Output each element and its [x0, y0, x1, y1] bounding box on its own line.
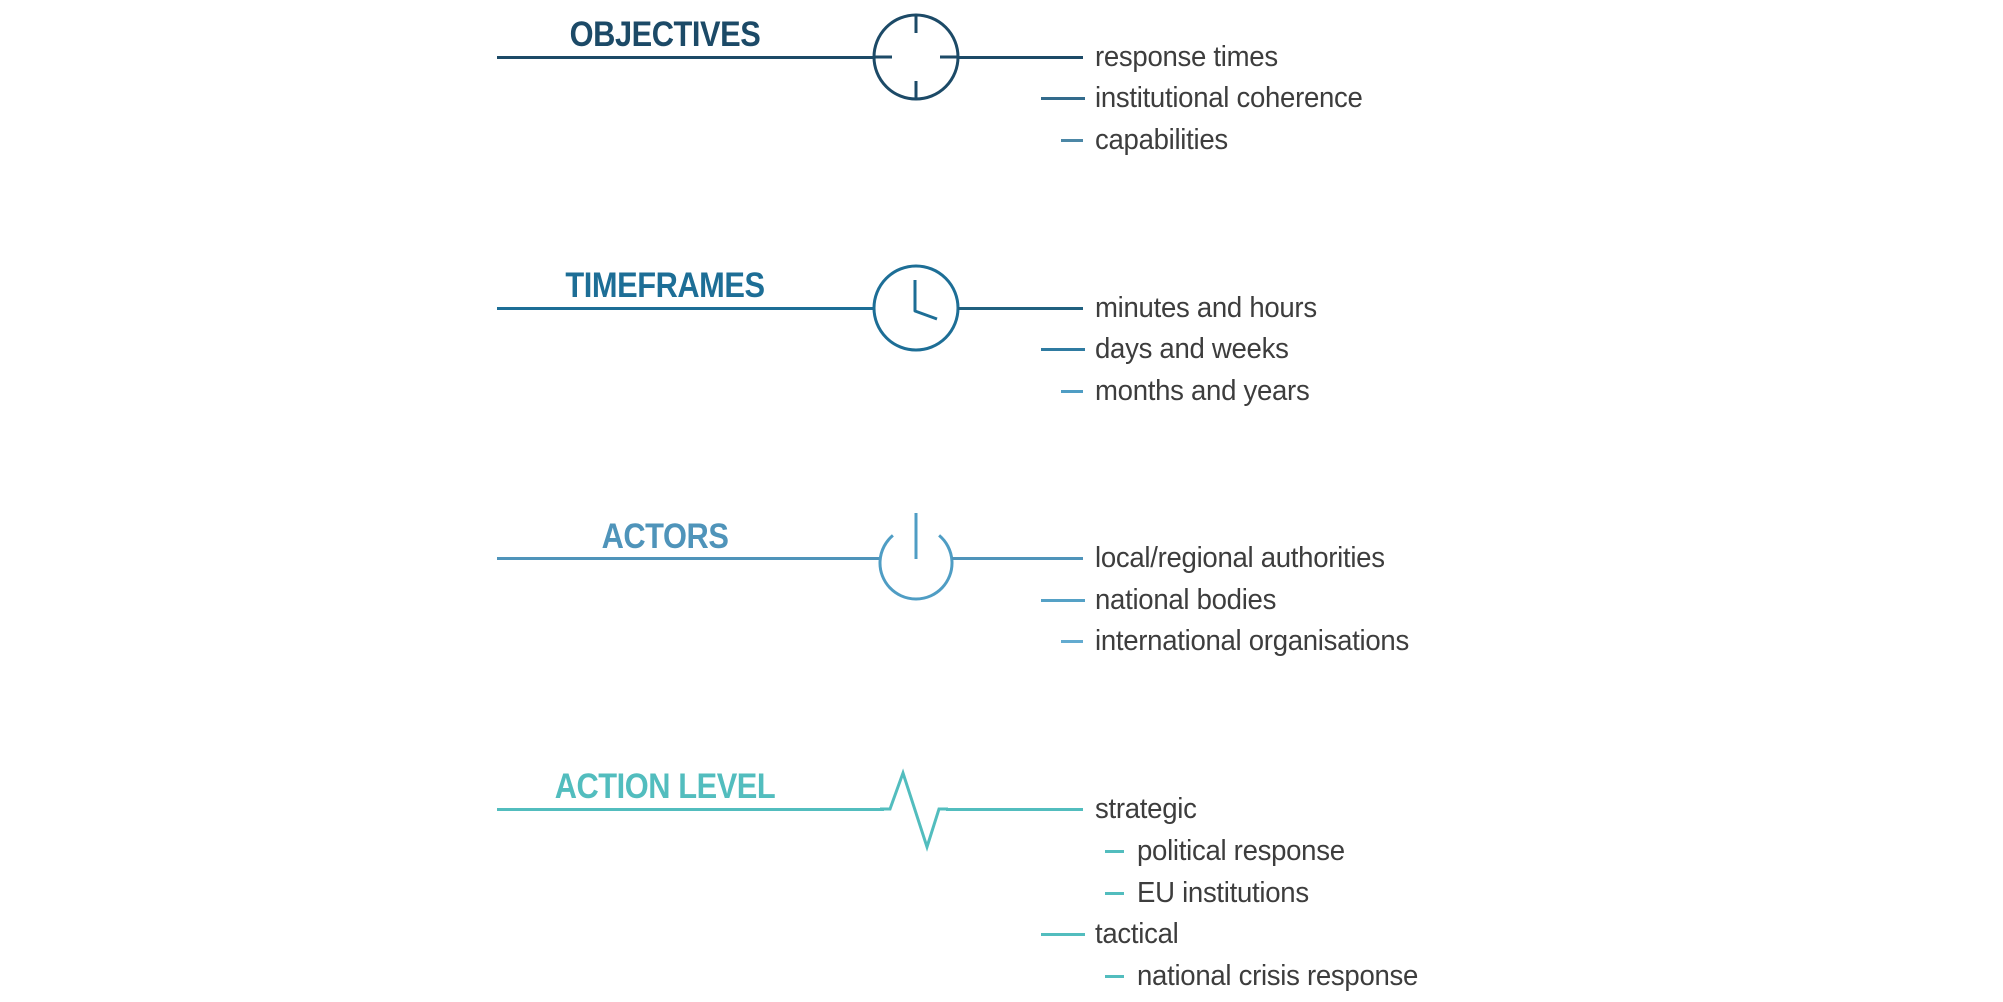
section-title-action-level: ACTION LEVEL [554, 767, 776, 806]
connector-line [958, 55, 1083, 59]
item-label: minutes and hours [1095, 291, 1317, 324]
target-icon [872, 13, 960, 101]
item-label: local/regional authorities [1095, 542, 1385, 574]
item-label: political response [1137, 834, 1345, 867]
connector-line [946, 807, 1083, 811]
connector-dash [1041, 932, 1085, 936]
connector-dash [1105, 974, 1124, 978]
list-item: national bodies [1041, 580, 1286, 621]
connector-line [958, 306, 1083, 310]
connector-dash [1061, 138, 1083, 142]
connector-dash [1061, 389, 1083, 393]
connector-dash [1041, 348, 1085, 351]
list-item: days and weeks [1041, 329, 1299, 370]
item-label: international organisations [1095, 625, 1409, 657]
section-action-level: ACTION LEVEL strategic political respons… [0, 752, 2003, 1002]
item-label: national crisis response [1137, 959, 1419, 992]
item-label: institutional coherence [1095, 82, 1363, 114]
connector-dash [1041, 97, 1085, 100]
title-underline [497, 55, 874, 59]
section-title-actors: ACTORS [601, 516, 729, 556]
list-item: tactical [1041, 914, 1183, 955]
connector-line [952, 557, 1083, 560]
power-icon [878, 512, 954, 601]
title-underline [497, 557, 880, 560]
item-label: months and years [1095, 374, 1310, 407]
title-underline [497, 807, 884, 811]
heartbeat-icon [880, 768, 948, 852]
item-label: national bodies [1095, 583, 1277, 616]
list-item: minutes and hours [1095, 288, 1329, 329]
list-item: political response [1105, 831, 1356, 872]
section-timeframes: TIMEFRAMES minutes and hours days and we… [0, 251, 2003, 501]
section-actors: ACTORS local/regional authorities nation… [0, 502, 2003, 752]
item-label: tactical [1095, 917, 1179, 950]
list-item: months and years [1061, 371, 1321, 412]
item-label: EU institutions [1137, 876, 1309, 909]
item-label: response times [1095, 40, 1278, 73]
section-title-objectives: OBJECTIVES [569, 15, 761, 54]
list-item: institutional coherence [1041, 78, 1377, 119]
list-item: local/regional authorities [1095, 538, 1400, 579]
title-underline [497, 306, 874, 310]
connector-dash [1061, 640, 1083, 643]
list-item: EU institutions [1105, 873, 1318, 914]
section-title-timeframes: TIMEFRAMES [565, 266, 765, 305]
connector-dash [1105, 849, 1124, 853]
connector-dash [1105, 891, 1124, 895]
item-label: strategic [1095, 792, 1197, 825]
item-label: days and weeks [1095, 333, 1289, 365]
section-objectives: OBJECTIVES response times institutional … [0, 0, 2003, 250]
list-item: capabilities [1061, 120, 1235, 161]
item-label: capabilities [1095, 123, 1228, 156]
clock-icon [872, 264, 960, 352]
list-item: national crisis response [1105, 956, 1433, 997]
list-item: strategic [1095, 789, 1202, 830]
list-item: response times [1095, 37, 1287, 78]
connector-dash [1041, 598, 1085, 602]
list-item: international organisations [1061, 621, 1425, 662]
